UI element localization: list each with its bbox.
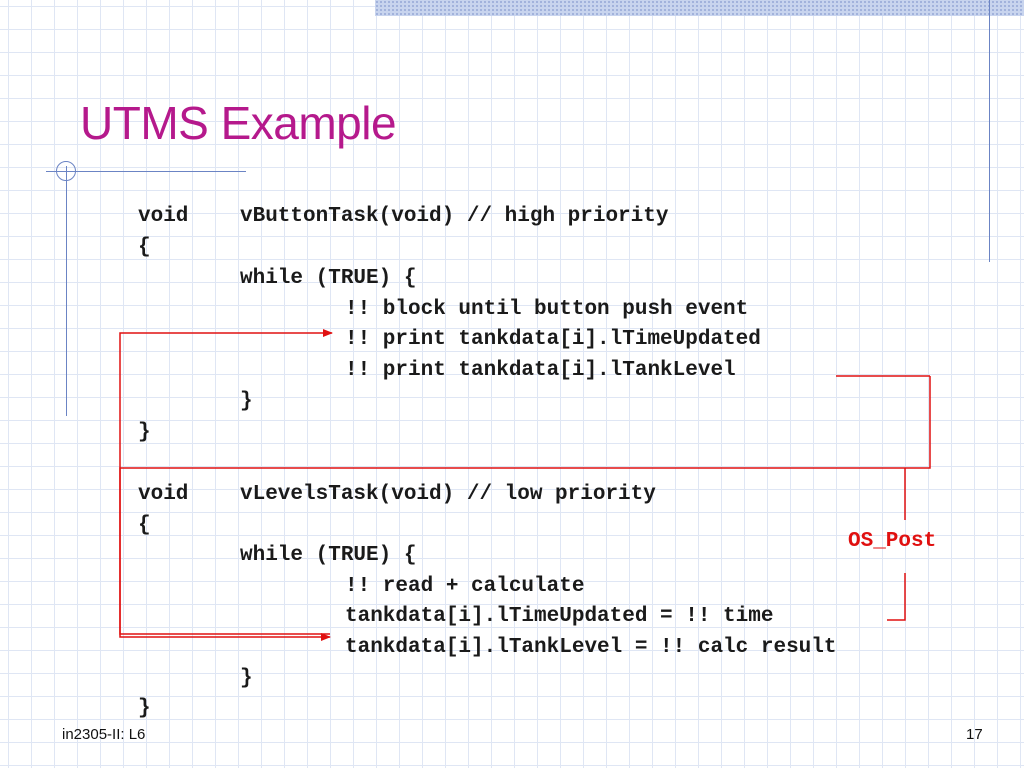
os-post-label: OS_Post [848,530,937,553]
levels-task-outer-close: } [138,697,151,720]
slide-title: UTMS Example [80,97,397,149]
button-task-while-line: while (TRUE) { [240,267,417,290]
top-decorative-band [375,0,1024,16]
left-vertical-rule [66,166,67,416]
right-vertical-rule [989,0,990,262]
levels-task-while-line: while (TRUE) { [240,544,417,567]
page-number: 17 [966,726,983,743]
button-task-signature: vButtonTask(void) // high priority [240,205,669,228]
button-task-outer-close: } [138,421,151,444]
levels-task-inner-close: } [240,667,253,690]
os-post-bracket-lower [887,573,906,621]
levels-task-open-brace: { [138,514,151,537]
levels-task-void-keyword: void [138,483,189,506]
button-task-body-line: !! print tankdata[i].lTimeUpdated [345,328,761,351]
crosshair-circle-icon [56,161,76,181]
title-underline-rule [46,171,246,172]
levels-task-signature: vLevelsTask(void) // low priority [240,483,656,506]
levels-task-body-line: !! read + calculate [345,575,585,598]
button-task-open-brace: { [138,236,151,259]
button-task-body-line: !! block until button push event [345,298,749,321]
button-task-body-line: !! print tankdata[i].lTankLevel [345,359,736,382]
levels-task-body-line: tankdata[i].lTankLevel = !! calc result [345,636,837,659]
footer-course-label: in2305-II: L6 [62,726,146,743]
levels-task-body-line: tankdata[i].lTimeUpdated = !! time [345,605,774,628]
button-task-inner-close: } [240,390,253,413]
button-task-void-keyword: void [138,205,189,228]
